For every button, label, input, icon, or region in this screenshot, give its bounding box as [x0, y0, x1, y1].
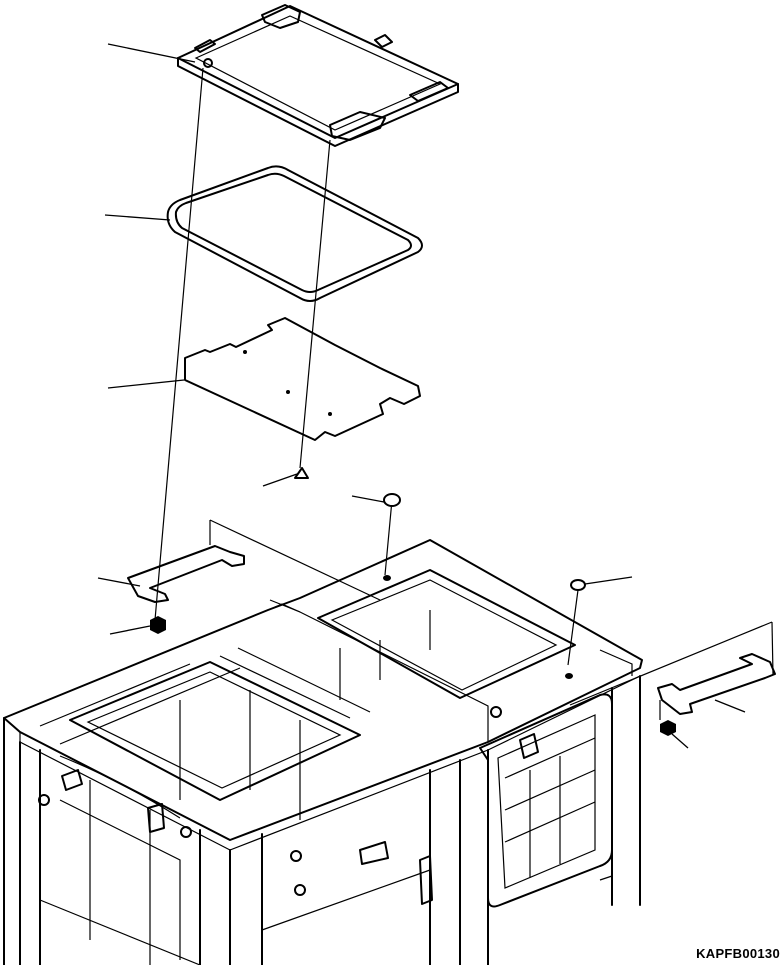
nut-left — [150, 616, 166, 634]
assembly-axis-lines — [154, 67, 774, 676]
bolt-center — [383, 493, 401, 581]
hatch-cover — [177, 4, 459, 147]
bracket-right — [569, 621, 776, 720]
bolt-right — [565, 579, 586, 679]
gasket-seal — [166, 165, 423, 302]
drawing-code-label: KAPFB00130 — [696, 946, 780, 961]
nut-small — [294, 467, 309, 479]
bracket-left — [127, 519, 381, 603]
inner-plate — [184, 317, 421, 441]
cab-frame — [3, 539, 643, 965]
leader-lines — [97, 43, 746, 749]
nut-right — [660, 720, 676, 736]
